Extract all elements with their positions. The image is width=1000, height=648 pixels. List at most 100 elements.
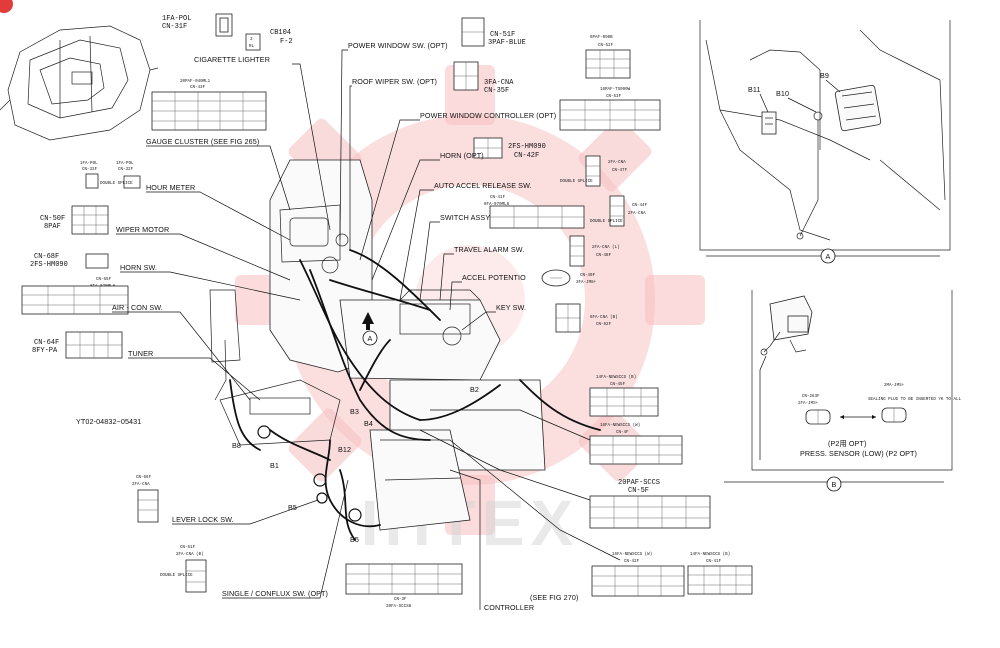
- label-b4: B4: [364, 419, 373, 428]
- svg-text:2FA-CNA (L): 2FA-CNA (L): [592, 245, 620, 250]
- svg-text:CN-35F: CN-35F: [484, 87, 509, 95]
- svg-text:DOUBLE SPLICE: DOUBLE SPLICE: [560, 180, 593, 184]
- svg-text:3FA-CNA: 3FA-CNA: [484, 79, 514, 87]
- svg-text:3: 3: [250, 38, 253, 42]
- svg-text:DOUBLE SPLICE: DOUBLE SPLICE: [160, 574, 193, 578]
- svg-text:6FA-CNA (B): 6FA-CNA (B): [590, 315, 618, 320]
- svg-text:16FA-NEWSCCS (W): 16FA-NEWSCCS (W): [612, 552, 652, 557]
- corner-badge: [0, 0, 13, 13]
- label-see-fig-270: (SEE FIG 270): [530, 593, 578, 602]
- svg-text:8FA-070ML8: 8FA-070ML8: [484, 203, 510, 207]
- label-auto-accel-release-sw: AUTO ACCEL RELEASE SW.: [434, 181, 532, 190]
- label-b12: B12: [338, 445, 351, 454]
- svg-text:CN-32F: CN-32F: [118, 168, 134, 172]
- svg-text:CN-33F: CN-33F: [82, 168, 98, 172]
- label-b10: B10: [776, 89, 789, 98]
- connector-cn52f: 6PAF-090B CN-52F: [585, 36, 631, 79]
- connector-cn61f: CN-61F 2FA-CNA (B) DOUBLE SPLICE: [160, 546, 207, 593]
- label-double-splice-left: DOUBLE SPLICE: [100, 182, 133, 186]
- svg-text:CN-45F: CN-45F: [610, 383, 626, 387]
- svg-text:CN-51F: CN-51F: [490, 31, 515, 39]
- label-b5-left: B5: [288, 503, 297, 512]
- connector-cn50f: CN-50F 8PAF: [40, 205, 109, 235]
- svg-text:CN-65F: CN-65F: [96, 278, 112, 282]
- connector-cn41f-bottom: 14FA-NEWSCCS (B) CN-41F: [687, 552, 753, 595]
- label-accel-potentio: ACCEL POTENTIO: [462, 273, 526, 282]
- svg-text:6PAF-090B: 6PAF-090B: [590, 36, 613, 40]
- svg-text:CN-41F: CN-41F: [490, 196, 506, 200]
- connector-cn41f: CN-41F 8FA-070ML8: [484, 196, 585, 229]
- svg-text:2MA-JMS+: 2MA-JMS+: [884, 384, 905, 388]
- label-gauge-cluster: GAUGE CLUSTER (SEE FIG 265): [146, 137, 259, 146]
- svg-text:CN-61F: CN-61F: [180, 546, 196, 550]
- view-b-panel: CN-263F 2FA-JMS+ 2MA-JMS+ SEALING PLUG T…: [751, 290, 961, 471]
- connector-cn45f: 14FA-NEWSCCS (B) CN-45F: [589, 375, 659, 417]
- label-air-con-sw: AIR - CON SW.: [112, 303, 163, 312]
- label-power-window-sw: POWER WINDOW SW. (OPT): [348, 41, 448, 50]
- connector-cn65f: CN-65F 8FA-070ML8: [21, 278, 129, 315]
- view-a-panel: B9 B10 B11: [699, 20, 951, 251]
- svg-text:14FA-NEWSCCS (B): 14FA-NEWSCCS (B): [690, 552, 730, 557]
- label-single-conflux-sw: SINGLE / CONFLUX SW. (OPT): [222, 589, 328, 598]
- label-controller: CONTROLLER: [484, 603, 534, 612]
- svg-text:2FA-CNA: 2FA-CNA: [608, 161, 626, 165]
- svg-text:CN-5F: CN-5F: [628, 487, 649, 495]
- view-a-circle: [820, 248, 836, 264]
- label-key-sw: KEY SW.: [496, 303, 526, 312]
- connector-cn31f: 1FA-POL CN-31F: [162, 13, 233, 37]
- svg-text:3PAF-BLUE: 3PAF-BLUE: [488, 39, 526, 47]
- label-roof-wiper-sw: ROOF WIPER SW. (OPT): [352, 77, 437, 86]
- connector-cn53f: 16PAF-TS090W CN-53F: [559, 88, 661, 131]
- label-switch-assy: SWITCH ASSY: [440, 213, 490, 222]
- label-b3: B3: [350, 407, 359, 416]
- svg-text:20PAF-SCCS: 20PAF-SCCS: [618, 479, 660, 487]
- connector-cn51f: CN-51F 3PAF-BLUE: [461, 17, 526, 47]
- connector-cn48f: 2FA-CNA (L) CN-48F: [569, 235, 620, 267]
- svg-text:16FA-NEWSCCS (W): 16FA-NEWSCCS (W): [600, 423, 640, 428]
- svg-text:CN-31F: CN-31F: [162, 23, 187, 31]
- connector-cn43f: 20PAF-040ML1 CN-43F: [151, 80, 267, 131]
- label-travel-alarm-sw: TRAVEL ALARM SW.: [454, 245, 524, 254]
- svg-text:3FA-JM8+: 3FA-JM8+: [576, 281, 597, 285]
- label-p2-opt: (P2用 OPT): [828, 439, 866, 448]
- label-b1: B1: [270, 461, 279, 470]
- svg-text:CN-50F: CN-50F: [40, 215, 65, 223]
- doc-number: YT02-04832~05431: [76, 417, 141, 426]
- svg-text:1FA-POL: 1FA-POL: [80, 162, 98, 166]
- svg-text:F-2: F-2: [280, 38, 293, 46]
- callout-a: A: [368, 334, 373, 343]
- connector-cn42f-bottom: 16FA-NEWSCCS (W) CN-42F: [591, 552, 685, 597]
- connector-cn66f: CN-66F 2FA-CNA: [132, 476, 159, 523]
- label-cigarette-lighter: CIGARETTE LIGHTER: [194, 55, 270, 64]
- svg-text:16PAF-TS090W: 16PAF-TS090W: [600, 88, 631, 92]
- svg-text:1FA-POL: 1FA-POL: [162, 15, 191, 23]
- svg-text:RL: RL: [249, 45, 255, 49]
- svg-text:CN-53F: CN-53F: [606, 95, 622, 99]
- connector-cn4f: 16FA-NEWSCCS (W) CN-4F: [589, 423, 683, 465]
- svg-text:CN-42F: CN-42F: [514, 152, 539, 160]
- svg-text:CN-68F: CN-68F: [34, 253, 59, 261]
- svg-text:2FA-CNA (B): 2FA-CNA (B): [176, 552, 204, 557]
- svg-text:CN-47F: CN-47F: [612, 169, 628, 173]
- machine-overview-sketch: [0, 25, 159, 141]
- connector-cb104: 3 RL CB104 F-2: [245, 29, 293, 51]
- connector-cn40f: CN-40F 3FA-JM8+: [541, 269, 597, 287]
- svg-text:SEALING PLUG TO BE INSERTED Y: SEALING PLUG TO BE INSERTED YK TO ALL: [868, 398, 961, 402]
- wiring-harness: [229, 249, 601, 541]
- label-wiper-motor: WIPER MOTOR: [116, 225, 169, 234]
- view-b-circle: [826, 476, 842, 492]
- svg-text:2FS-HM090: 2FS-HM090: [508, 143, 546, 151]
- svg-text:CN-62F: CN-62F: [596, 323, 612, 327]
- svg-text:CN-263F: CN-263F: [802, 395, 820, 399]
- label-b11: B11: [748, 85, 761, 94]
- svg-text:CN-48F: CN-48F: [596, 254, 612, 258]
- svg-text:2FA-JMS+: 2FA-JMS+: [798, 402, 819, 406]
- svg-text:CN-42F: CN-42F: [624, 560, 640, 564]
- svg-text:CN-44F: CN-44F: [632, 204, 648, 208]
- connector-cn47f: 2FA-CNA CN-47F DOUBLE SPLICE: [560, 155, 628, 187]
- connector-cn42f: 2FS-HM090 CN-42F: [473, 137, 546, 160]
- label-b8: B8: [232, 441, 241, 450]
- svg-text:CN-52F: CN-52F: [598, 44, 614, 48]
- connector-cn32f: 1FA-POL CN-32F: [116, 162, 141, 189]
